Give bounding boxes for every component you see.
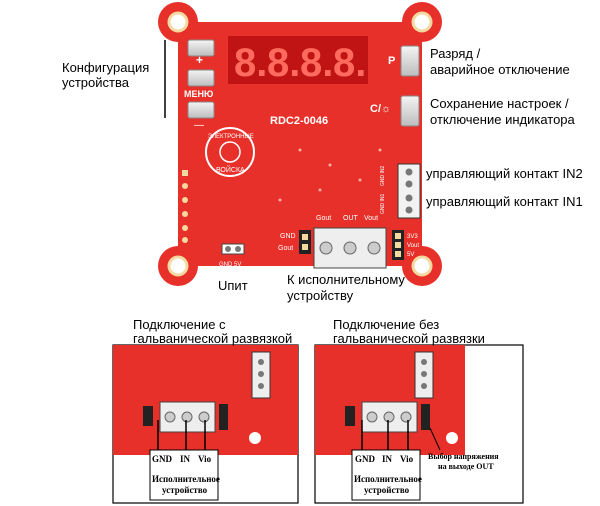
- menu-label: МЕНЮ: [184, 89, 213, 99]
- voltage-select-1: Выбор напряжения: [428, 452, 499, 461]
- silk-right-5v: 5V: [407, 252, 414, 258]
- minus-button[interactable]: [187, 101, 215, 119]
- save-label-1: Сохранение настроек /: [430, 96, 569, 111]
- actuator-label-1: К исполнительному: [287, 272, 405, 287]
- right-pin-gnd: GND: [355, 454, 375, 464]
- panel-right: [314, 344, 524, 504]
- digit-2: 8.: [267, 41, 300, 85]
- right-pin-in: IN: [382, 454, 393, 464]
- left-pin-vio: Vio: [198, 454, 212, 464]
- silk-right-3v3: 3V3: [407, 234, 418, 240]
- power-pads: GND 5V: [219, 243, 245, 268]
- voltage-select-2: на выходе OUT: [438, 462, 494, 471]
- in-terminals: GND IN2 GND IN1: [380, 163, 421, 219]
- silk-out-out: OUT: [343, 215, 359, 222]
- model-silk: RDC2-0046: [270, 115, 328, 127]
- left-pin-gnd: GND: [152, 454, 172, 464]
- in1-label: управляющий контакт IN1: [426, 194, 583, 209]
- p-letter: P: [388, 55, 395, 67]
- silk-out-vout: Vout: [364, 215, 378, 222]
- logo: ЭЛЕКТРОННЫЕ ВОЙСКА: [205, 127, 255, 177]
- discharge-label-2: аварийное отключение: [430, 62, 570, 77]
- right-pin-vio: Vio: [400, 454, 414, 464]
- digit-4: 8.: [333, 41, 366, 85]
- left-pads: [182, 170, 188, 243]
- upit-label: Uпит: [218, 278, 248, 293]
- output-terminal: Gout OUT Vout: [313, 215, 387, 269]
- logo-bottom: ВОЙСКА: [216, 165, 245, 174]
- save-button[interactable]: [400, 95, 420, 127]
- panel-left-caption-1: Подключение с: [133, 317, 226, 332]
- menu-button[interactable]: [187, 69, 215, 87]
- plus-button[interactable]: [187, 39, 215, 57]
- right-buttons: P C/☼: [370, 45, 420, 127]
- in2-label: управляющий контакт IN2: [426, 166, 583, 181]
- minus-label: —: [194, 120, 204, 131]
- actuator-label-2: устройству: [287, 288, 354, 303]
- sun-icon: C/☼: [370, 103, 391, 115]
- left-device-2: устройство: [162, 485, 208, 495]
- config-label-2: устройства: [62, 75, 129, 90]
- panel-right-caption-1: Подключение без: [333, 317, 440, 332]
- silk-in1: GND IN1: [380, 194, 386, 215]
- left-header: GND Gout: [278, 230, 311, 254]
- right-device-1: Исполнительное: [354, 474, 422, 484]
- left-device-1: Исполнительное: [152, 474, 220, 484]
- panel-right-caption-2: гальванической развязки: [333, 331, 485, 346]
- silk-right-vout: Vout: [407, 243, 419, 249]
- config-buttons: + МЕНЮ —: [184, 39, 215, 131]
- panel-left: [112, 344, 299, 504]
- vias: [278, 148, 382, 202]
- discharge-button[interactable]: [400, 45, 420, 77]
- silk-left-gnd: GND: [280, 233, 296, 240]
- right-device-2: устройство: [364, 485, 410, 495]
- plus-label: +: [196, 53, 203, 67]
- silk-out-gout: Gout: [316, 215, 331, 222]
- left-pin-in: IN: [180, 454, 191, 464]
- discharge-label-1: Разряд /: [430, 46, 481, 61]
- silk-left-gout: Gout: [278, 245, 293, 252]
- config-label-1: Конфигурация: [62, 60, 150, 75]
- silk-in2: GND IN2: [380, 166, 386, 187]
- digit-1: 8.: [234, 41, 267, 85]
- save-label-2: отключение индикатора: [430, 112, 575, 127]
- seven-segment-display: 8. 8. 8. 8.: [228, 36, 368, 85]
- silk-bottom-gnd5v: GND 5V: [219, 262, 241, 268]
- panel-left-caption-2: гальванической развязкой: [133, 331, 293, 346]
- logo-top: ЭЛЕКТРОННЫЕ: [208, 134, 254, 140]
- digit-3: 8.: [300, 41, 333, 85]
- voltage-header: 3V3 Vout 5V: [392, 230, 419, 260]
